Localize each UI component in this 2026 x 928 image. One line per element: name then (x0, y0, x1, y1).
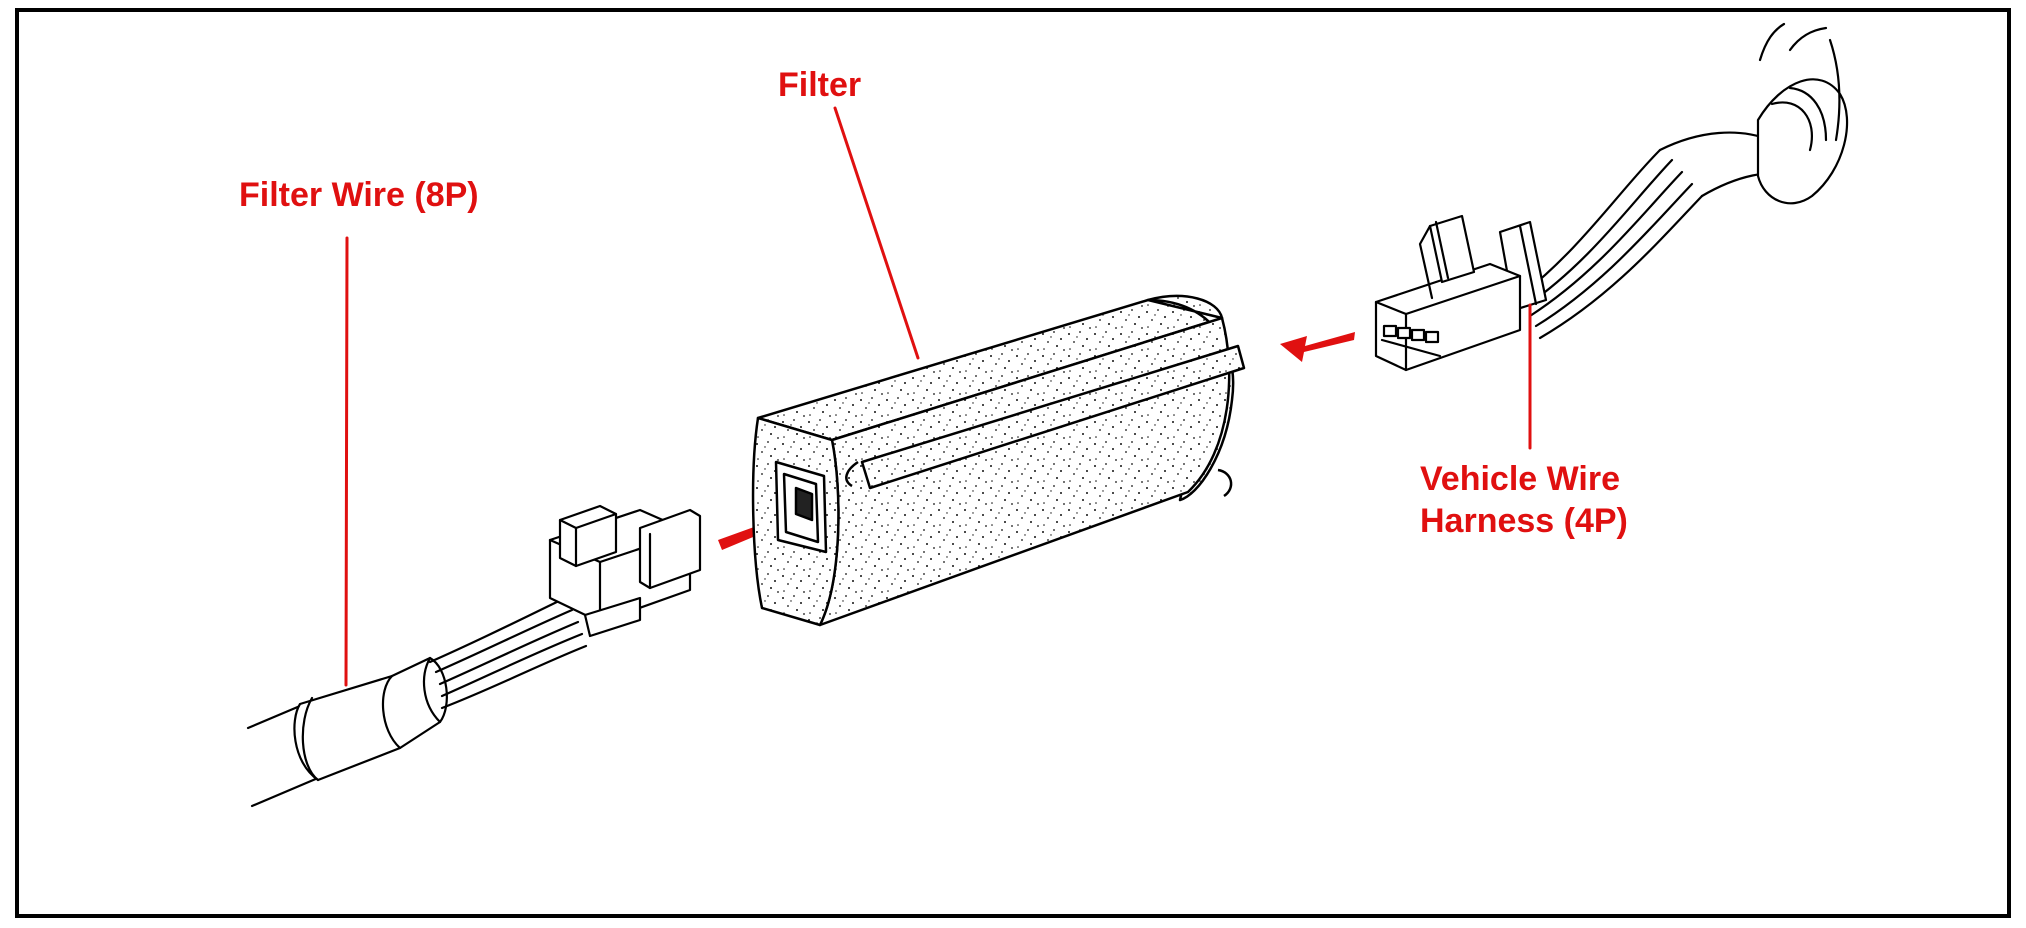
vehicle-harness-label-line1: Vehicle Wire (1420, 460, 1621, 498)
filter-wire-assembly (246, 504, 702, 808)
vehicle-harness-assembly (1374, 22, 1849, 372)
filter-wire-leader-line (344, 236, 349, 687)
vehicle-harness-label-line2: Harness (4P) (1420, 502, 1628, 540)
filter-block (751, 294, 1246, 627)
filter-label: Filter (778, 66, 862, 104)
leader-lines (344, 106, 1532, 687)
insert-arrow-left-icon (1280, 332, 1355, 362)
diagram-frame (15, 8, 2011, 918)
filter-wire-label: Filter Wire (8P) (239, 176, 479, 214)
filter-leader-line (833, 106, 920, 360)
vehicle-harness-label: Vehicle Wire Harness (4P) (1420, 458, 1628, 542)
